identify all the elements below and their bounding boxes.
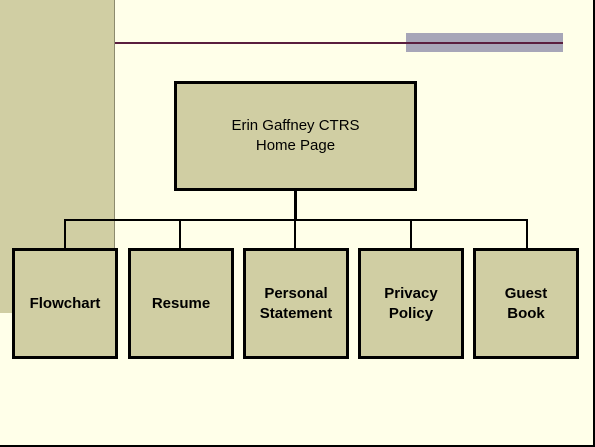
node-guest-book-label: Guest Book bbox=[504, 284, 548, 322]
node-personal-statement-label: Personal Statement bbox=[259, 284, 333, 322]
node-personal-statement[interactable]: Personal Statement bbox=[243, 248, 349, 359]
node-flowchart[interactable]: Flowchart bbox=[12, 248, 118, 359]
node-privacy-policy-label: Privacy Policy bbox=[384, 284, 438, 322]
node-home-page-label: Erin Gaffney CTRS Home Page bbox=[231, 117, 360, 154]
connector-drop-resume bbox=[179, 219, 181, 249]
connector-root-stem bbox=[294, 191, 297, 221]
node-home-page[interactable]: Erin Gaffney CTRS Home Page bbox=[174, 81, 417, 191]
node-guest-book[interactable]: Guest Book bbox=[473, 248, 579, 359]
connector-drop-guest-book bbox=[526, 219, 528, 249]
connector-drop-personal-statement bbox=[294, 219, 296, 249]
title-divider-line-overlay bbox=[406, 42, 563, 44]
node-flowchart-label: Flowchart bbox=[29, 294, 101, 312]
node-privacy-policy[interactable]: Privacy Policy bbox=[358, 248, 464, 359]
title-divider-line bbox=[115, 42, 563, 44]
node-resume-label: Resume bbox=[151, 294, 211, 312]
connector-horizontal-bus bbox=[64, 219, 528, 221]
node-resume[interactable]: Resume bbox=[128, 248, 234, 359]
connector-drop-flowchart bbox=[64, 219, 66, 249]
connector-drop-privacy-policy bbox=[410, 219, 412, 249]
